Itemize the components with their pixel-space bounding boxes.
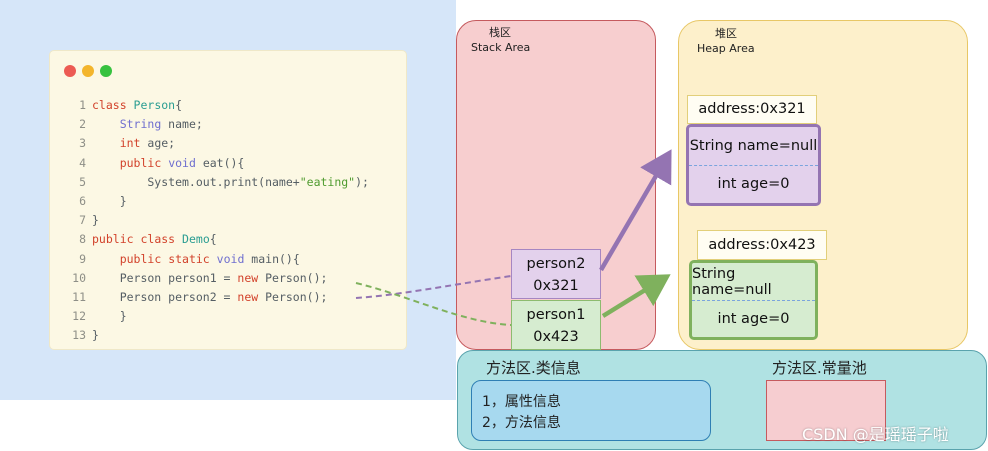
object1-age-field: int age=0 <box>717 176 790 192</box>
code-token <box>210 252 217 266</box>
code-token: static <box>168 251 210 266</box>
code-token: eat(){ <box>195 155 245 170</box>
code-token: { <box>175 98 183 112</box>
class-info-title: 方法区.类信息 <box>486 359 581 377</box>
code-line: 12 } <box>64 307 400 326</box>
code-token: "eating" <box>299 174 356 189</box>
code-token: Person person2 = <box>92 289 238 304</box>
code-token: class <box>140 232 176 247</box>
code-token: public <box>119 251 162 266</box>
code-line: 10 Person person1 = new Person(); <box>64 269 400 288</box>
watermark: CSDN @是瑶瑶子啦 <box>802 425 949 444</box>
code-line: 13} <box>64 326 400 345</box>
stack-title-cn: 栈区 <box>489 26 511 39</box>
code-token: new <box>237 270 259 285</box>
code-line: 1 class Person{ <box>64 96 400 115</box>
person1-addr: 0x423 <box>533 329 579 345</box>
class-info-item: 2，方法信息 <box>482 415 561 431</box>
const-pool-box <box>766 380 886 441</box>
person2-name: person2 <box>526 256 586 272</box>
code-token: Person(); <box>258 289 328 304</box>
object2-name-field: String name=null <box>692 265 772 298</box>
class-info-box: 1，属性信息 2，方法信息 <box>471 380 711 441</box>
code-token: int <box>119 136 141 151</box>
code-line: 7} <box>64 211 400 230</box>
code-token <box>175 232 182 246</box>
line-number: 5 <box>79 174 86 189</box>
class-info-item: 1，属性信息 <box>482 394 561 410</box>
line-number: 8 <box>79 232 86 247</box>
object1-name-field: String name=null <box>689 138 818 154</box>
code-token: void <box>168 155 196 170</box>
line-number: 4 <box>79 155 86 170</box>
field-divider <box>692 300 815 301</box>
line-number: 1 <box>79 98 86 112</box>
line-number: 3 <box>79 136 86 151</box>
method-area: 方法区.类信息 1，属性信息 2，方法信息 方法区.常量池 <box>457 350 987 450</box>
line-number: 2 <box>79 117 86 132</box>
code-line: 9 public static void main(){ <box>64 250 400 269</box>
heap-object1: String name=null int age=0 <box>686 124 821 206</box>
code-token: ); <box>355 174 369 189</box>
code-token: main(){ <box>244 251 300 266</box>
code-line: 4 public void eat(){ <box>64 154 400 173</box>
object2-age-field: int age=0 <box>717 310 790 327</box>
code-line: 6 } <box>64 192 400 211</box>
code-token: } <box>92 328 99 343</box>
field-divider <box>689 165 818 166</box>
line-number: 9 <box>79 251 86 266</box>
stack-ref-person1: person1 0x423 <box>511 300 601 350</box>
line-number: 12 <box>72 309 86 324</box>
code-token: Person(); <box>258 270 328 285</box>
code-token: name; <box>161 117 203 132</box>
code-token <box>92 252 120 266</box>
code-token: String <box>119 117 162 132</box>
line-number: 6 <box>79 193 86 208</box>
heap-title-en: Heap Area <box>697 42 755 55</box>
heap-object2: String name=null int age=0 <box>689 260 818 340</box>
code-token: } <box>92 309 127 324</box>
code-line: 2 String name; <box>64 115 400 134</box>
code-token <box>92 136 120 150</box>
heap-object1-address: address:0x321 <box>687 95 817 124</box>
code-token <box>92 117 120 131</box>
code-token: age; <box>140 136 176 151</box>
code-line: 3 int age; <box>64 134 400 153</box>
const-pool-title: 方法区.常量池 <box>772 359 867 377</box>
person2-addr: 0x321 <box>533 278 579 294</box>
code-token: class <box>92 98 134 112</box>
code-token: System.out.print(name+ <box>92 174 300 189</box>
code-token: } <box>92 213 99 228</box>
code-token: new <box>237 289 259 304</box>
line-number: 10 <box>72 270 86 285</box>
code-token: { <box>209 232 217 247</box>
code-token: Person <box>133 98 176 112</box>
heap-title-cn: 堆区 <box>715 27 737 40</box>
person1-name: person1 <box>526 307 586 323</box>
line-number: 13 <box>72 328 86 343</box>
code-token: } <box>92 193 127 208</box>
code-token: public <box>119 155 162 170</box>
code-token: public <box>92 232 134 247</box>
code-line: 11 Person person2 = new Person(); <box>64 288 400 307</box>
code-token: Person person1 = <box>92 270 238 285</box>
heap-object2-address: address:0x423 <box>697 230 827 260</box>
maximize-dot-icon <box>100 65 112 77</box>
minimize-dot-icon <box>82 65 94 77</box>
code-token: void <box>216 251 245 266</box>
line-number: 7 <box>79 213 86 228</box>
stack-ref-person2: person2 0x321 <box>511 249 601 299</box>
code-token <box>92 156 120 170</box>
code-line: 5 System.out.print(name+"eating"); <box>64 173 400 192</box>
close-dot-icon <box>64 65 76 77</box>
code-token: Demo <box>182 232 210 247</box>
stack-title-en: Stack Area <box>471 41 531 54</box>
line-number: 11 <box>72 289 86 304</box>
code-line: 8 public class Demo{ <box>64 230 400 249</box>
